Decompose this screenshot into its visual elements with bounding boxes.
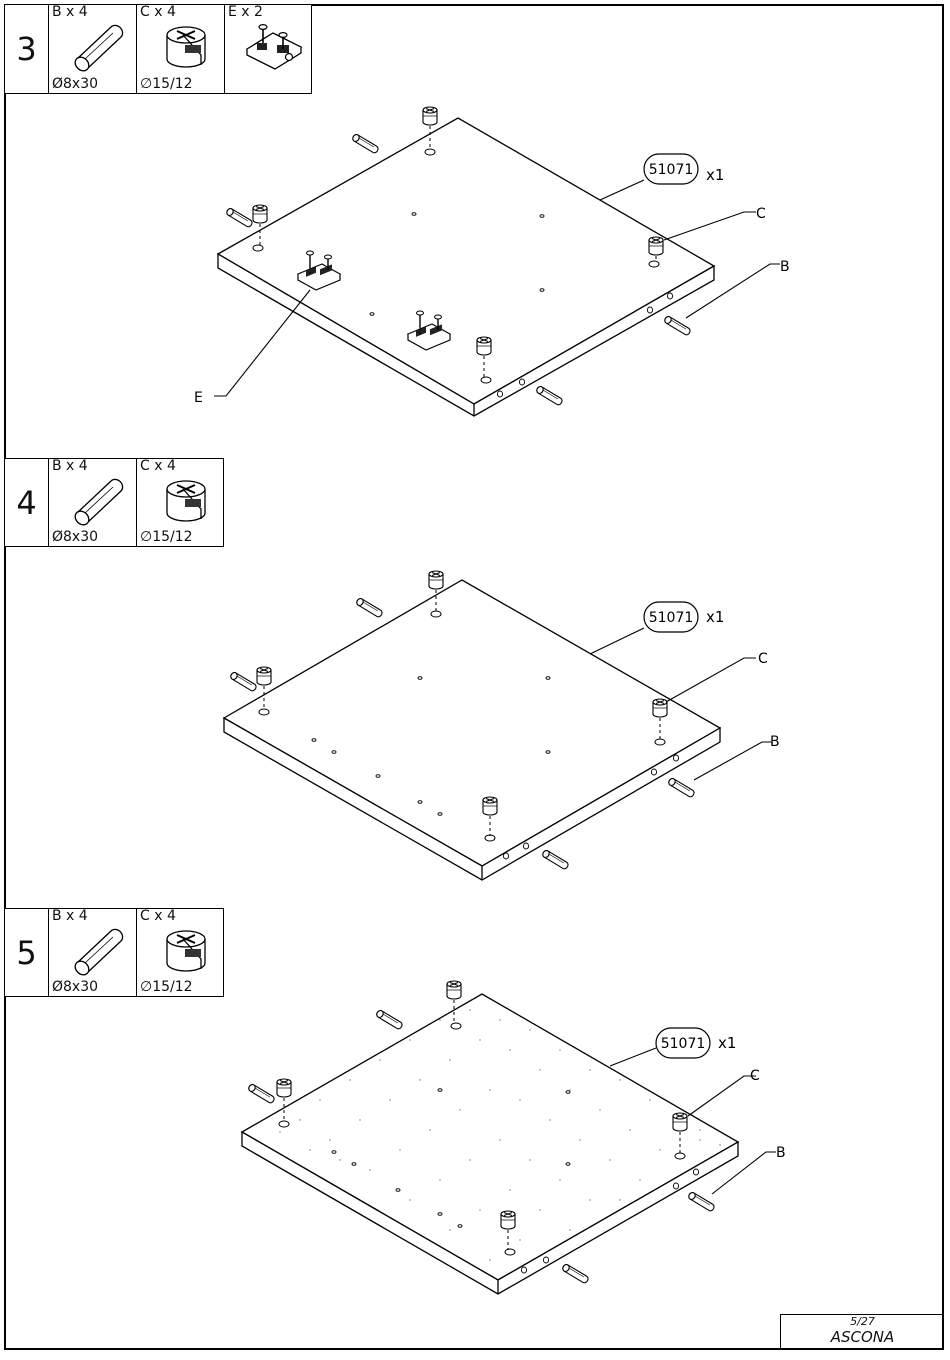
callout-c: C [756,206,766,222]
callout-c: C [758,651,768,667]
part-label: C x 4 [140,4,176,20]
part-label: B x 4 [52,908,88,924]
step-number-cell: 5 [5,909,49,996]
step-number: 4 [16,483,37,522]
part-b-cell: B x 4 Ø8x30 [49,908,137,996]
step-3-panel-tag: 51071 x1 [643,153,724,185]
part-dimension: ∅15/12 [140,76,193,92]
panel-code-label: 51071 [649,162,694,178]
part-label: B x 4 [52,4,88,20]
page-frame [4,4,944,1350]
panel-code-label: 51071 [661,1036,706,1052]
step-number-cell: 3 [5,5,49,93]
callout-b: B [776,1145,786,1161]
page-footer: 5/27 ASCONA [780,1314,944,1350]
step-4-panel [222,570,772,881]
step-4-panel-tag: 51071 x1 [643,601,724,633]
step-4-parts-box: 4 B x 4 Ø8x30 C x 4 ∅15/12 [4,458,224,547]
part-label: C x 4 [140,458,176,474]
dowel-icon [74,24,124,72]
step-3-parts-box: 3 B x 4 Ø8x30 C x 4 ∅15/12 E x 2 [4,4,312,94]
part-dimension: ∅15/12 [140,529,193,545]
cam-lock-icon [166,26,206,68]
part-dimension: ∅15/12 [140,979,193,995]
step-5-panel-tag: 51071 x1 [655,1027,736,1059]
part-label: B x 4 [52,458,88,474]
panel-qty-label: x1 [718,1034,736,1052]
panel-qty-label: x1 [706,166,724,184]
part-c-cell: C x 4 ∅15/12 [137,908,225,996]
cam-lock-icon [166,930,206,972]
callout-b: B [770,734,780,750]
part-c-cell: C x 4 ∅15/12 [137,458,225,546]
step-3-panel [214,106,780,417]
part-b-cell: B x 4 Ø8x30 [49,458,137,546]
dowel-icon [74,928,124,976]
step-5-panel [240,980,776,1295]
step-number: 3 [16,30,37,68]
panel-qty-label: x1 [706,608,724,626]
part-dimension: Ø8x30 [52,76,99,92]
part-label: E x 2 [228,4,263,20]
dowel-icon [74,478,124,526]
part-e-cell: E x 2 [225,4,313,93]
part-dimension: Ø8x30 [52,529,99,545]
callout-b: B [780,259,790,275]
hinge-plate-icon [245,23,303,70]
panel-code-label: 51071 [649,610,694,626]
page-number: 5/27 [850,1315,875,1328]
part-dimension: Ø8x30 [52,979,99,995]
cam-lock-icon [166,480,206,522]
part-c-cell: C x 4 ∅15/12 [137,4,225,93]
step-number-cell: 4 [5,459,49,546]
callout-e: E [194,390,203,406]
step-number: 5 [16,933,37,972]
particleboard-texture [279,1009,721,1261]
callout-c: C [750,1068,760,1084]
step-5-parts-box: 5 B x 4 Ø8x30 C x 4 ∅15/12 [4,908,224,997]
part-label: C x 4 [140,908,176,924]
part-b-cell: B x 4 Ø8x30 [49,4,137,93]
product-name: ASCONA [830,1328,895,1346]
